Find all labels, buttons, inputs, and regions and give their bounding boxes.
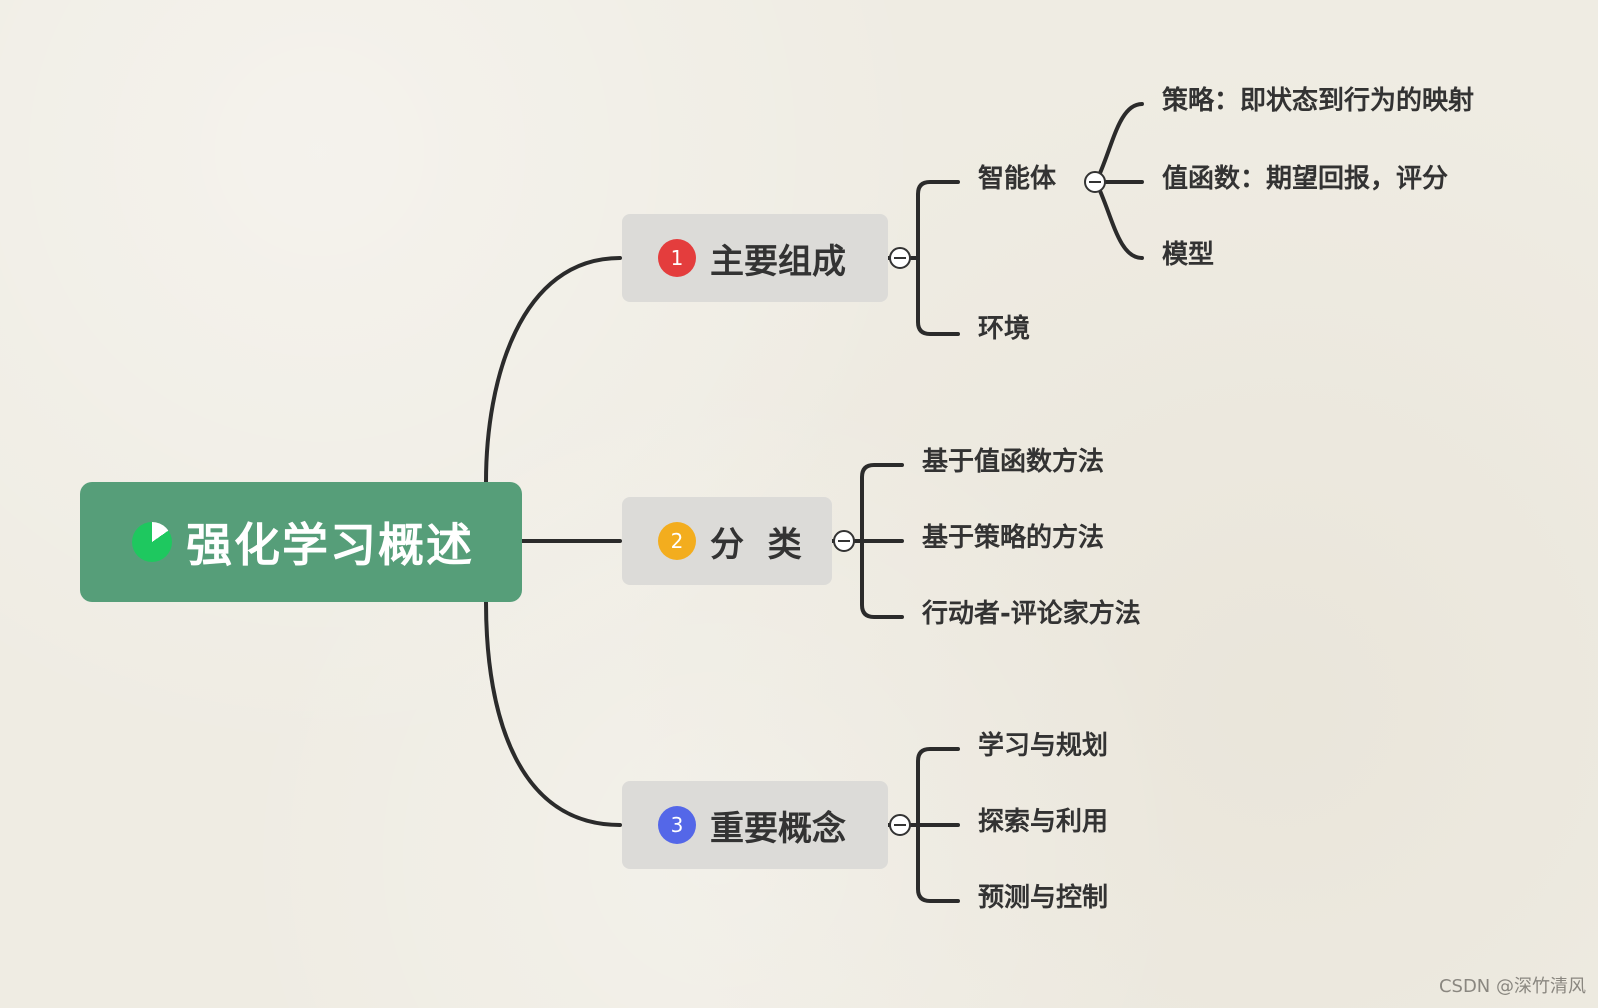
topic-environment[interactable]: 环境 xyxy=(978,314,1031,344)
collapse-icon[interactable] xyxy=(1084,171,1106,193)
root-title: 强化学习概述 xyxy=(186,518,474,572)
topic-actor-critic[interactable]: 行动者-评论家方法 xyxy=(922,599,1141,629)
connector-branch-1-bracket xyxy=(916,180,960,336)
topic-learning-planning[interactable]: 学习与规划 xyxy=(978,731,1109,761)
branch-label: 重要概念 xyxy=(710,808,846,849)
collapse-icon[interactable] xyxy=(833,530,855,552)
progress-pie-icon xyxy=(132,522,172,562)
topic-policy[interactable]: 策略：即状态到行为的映射 xyxy=(1162,86,1475,116)
topic-model[interactable]: 模型 xyxy=(1162,240,1215,270)
connector-agent-fan-top xyxy=(1094,102,1144,184)
priority-1-badge-icon: 1 xyxy=(658,239,696,277)
topic-exploration-exploitation[interactable]: 探索与利用 xyxy=(978,807,1109,837)
connector-root-branch-3 xyxy=(484,600,622,827)
connector-agent-fan-bottom xyxy=(1094,180,1144,260)
branch-label: 主要组成 xyxy=(710,241,846,282)
collapse-icon[interactable] xyxy=(889,247,911,269)
branch-label: 分 类 xyxy=(710,524,802,565)
topic-policy-based[interactable]: 基于策略的方法 xyxy=(922,523,1105,553)
connector-root-branch-1 xyxy=(484,256,622,484)
branch-node-key-concepts[interactable]: 3 重要概念 xyxy=(622,781,888,869)
watermark-text: CSDN @深竹清风 xyxy=(1438,976,1586,997)
priority-3-badge-icon: 3 xyxy=(658,806,696,844)
branch-node-classification[interactable]: 2 分 类 xyxy=(622,497,832,585)
topic-value-function[interactable]: 值函数：期望回报，评分 xyxy=(1162,164,1449,194)
collapse-icon[interactable] xyxy=(889,814,911,836)
branch-node-main-components[interactable]: 1 主要组成 xyxy=(622,214,888,302)
root-node[interactable]: 强化学习概述 xyxy=(80,482,522,602)
priority-2-badge-icon: 2 xyxy=(658,522,696,560)
topic-prediction-control[interactable]: 预测与控制 xyxy=(978,883,1109,913)
topic-value-based[interactable]: 基于值函数方法 xyxy=(922,447,1105,477)
topic-agent[interactable]: 智能体 xyxy=(978,164,1057,194)
